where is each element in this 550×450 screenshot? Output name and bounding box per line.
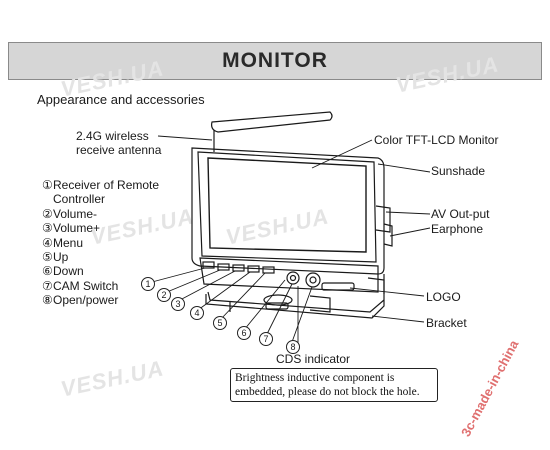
list-item: ②Volume- bbox=[42, 207, 159, 221]
list-item-label: Volume- bbox=[53, 206, 98, 221]
list-item: Controller bbox=[42, 192, 159, 206]
earphone-label: Earphone bbox=[431, 222, 484, 236]
list-item: ⑤Up bbox=[42, 250, 159, 264]
callout-2: 2 bbox=[157, 288, 171, 302]
list-item-number: ④ bbox=[42, 235, 53, 250]
note-line-2: embedded, please do not block the hole. bbox=[235, 386, 420, 398]
antenna-label-line1: 2.4G wireless bbox=[76, 129, 149, 143]
list-item: ③Volume+ bbox=[42, 221, 159, 235]
list-item-label: Volume+ bbox=[53, 221, 101, 236]
controls-list: ①Receiver of Remote Controller ②Volume- … bbox=[42, 178, 159, 308]
list-item-label: Open/power bbox=[53, 293, 119, 308]
page-title: MONITOR bbox=[222, 49, 328, 72]
logo-label: LOGO bbox=[426, 290, 461, 304]
sunshade-shape bbox=[191, 147, 385, 275]
list-item-number: ③ bbox=[42, 221, 53, 236]
list-item-number: ⑥ bbox=[42, 264, 53, 279]
list-item-label: CAM Switch bbox=[53, 278, 119, 293]
list-item-number: ⑦ bbox=[42, 278, 53, 293]
bracket-label: Bracket bbox=[426, 316, 467, 330]
callout-4: 4 bbox=[190, 306, 204, 320]
list-item: ①Receiver of Remote bbox=[42, 178, 159, 192]
list-item-label: Controller bbox=[53, 192, 106, 207]
list-item-label: Menu bbox=[53, 235, 84, 250]
note-line-1: Brightness inductive component is bbox=[235, 372, 395, 384]
callout-5: 5 bbox=[213, 316, 227, 330]
list-item-number: ② bbox=[42, 206, 53, 221]
antenna-label-line2: receive antenna bbox=[76, 143, 162, 157]
callout-1: 1 bbox=[141, 277, 155, 291]
list-item: ⑧Open/power bbox=[42, 293, 159, 307]
list-item-label: Receiver of Remote bbox=[53, 178, 160, 192]
bracket-shape bbox=[207, 291, 385, 313]
cds-note-box: Brightness inductive component is embedd… bbox=[230, 368, 438, 402]
list-item-number: ① bbox=[42, 178, 53, 192]
list-item: ④Menu bbox=[42, 236, 159, 250]
callout-8: 8 bbox=[286, 340, 300, 354]
antenna-shape bbox=[211, 111, 333, 133]
list-item: ⑥Down bbox=[42, 264, 159, 278]
antenna-label: 2.4G wireless receive antenna bbox=[76, 129, 161, 157]
list-item-label: Down bbox=[53, 264, 84, 279]
monitor-body bbox=[197, 151, 377, 263]
monitor-label: Color TFT-LCD Monitor bbox=[374, 133, 499, 147]
list-item-number: ⑤ bbox=[42, 250, 53, 265]
section-title: Appearance and accessories bbox=[37, 92, 205, 107]
callout-7: 7 bbox=[259, 332, 273, 346]
list-item: ⑦CAM Switch bbox=[42, 279, 159, 293]
callout-6: 6 bbox=[237, 326, 251, 340]
cds-label: CDS indicator bbox=[276, 352, 351, 366]
callout-3: 3 bbox=[171, 297, 185, 311]
list-item-number: ⑧ bbox=[42, 293, 53, 308]
av-out-label: AV Out-put bbox=[431, 207, 490, 221]
screen-shape bbox=[207, 157, 367, 253]
sunshade-label: Sunshade bbox=[431, 164, 486, 178]
list-item-label: Up bbox=[53, 250, 69, 265]
header-band: MONITOR bbox=[8, 42, 542, 80]
